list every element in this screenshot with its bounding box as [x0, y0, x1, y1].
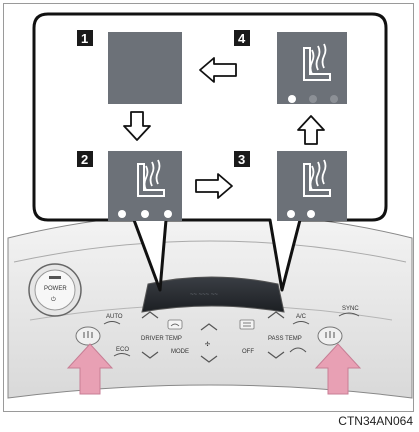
driver-temp-label: DRIVER TEMP — [141, 336, 182, 342]
svg-text:~~ ~~~ ~~: ~~ ~~~ ~~ — [190, 292, 218, 298]
passenger-temp-label: PASS TEMP — [268, 336, 302, 342]
off-label: OFF — [242, 349, 254, 355]
indicator-light-on — [288, 95, 296, 103]
fan-icon: ✣ — [205, 341, 210, 348]
indicator-light-off — [309, 95, 317, 103]
power-button[interactable]: POWER ⏻ — [29, 264, 81, 316]
sync-label: SYNC — [342, 306, 359, 312]
indicator-light-on — [118, 210, 126, 218]
eco-label: ECO — [116, 347, 129, 353]
rear-defrost-button[interactable] — [240, 320, 254, 329]
indicator-light-on — [307, 210, 315, 218]
front-defrost-button[interactable] — [168, 320, 182, 329]
ac-label: A/C — [296, 314, 307, 320]
step-number: 4 — [238, 31, 246, 46]
power-icon: ⏻ — [51, 296, 56, 303]
step-number: 3 — [238, 152, 245, 167]
indicator-light-on — [287, 210, 295, 218]
indicator-light-off — [330, 95, 338, 103]
indicator-light-on — [141, 210, 149, 218]
step-number: 1 — [81, 31, 88, 46]
figure-caption: CTN34AN064 — [338, 414, 413, 428]
seat-heater-display-off — [108, 32, 182, 104]
driver-seat-heater-button[interactable] — [76, 327, 100, 345]
power-label: POWER — [44, 286, 67, 292]
step-number: 2 — [81, 152, 88, 167]
mode-button[interactable]: MODE — [171, 349, 189, 355]
mode-label: MODE — [171, 349, 189, 355]
off-button[interactable]: OFF — [242, 349, 254, 355]
auto-label: AUTO — [106, 314, 123, 320]
indicator-light-on — [164, 210, 172, 218]
seat-heater-display-low — [277, 32, 347, 104]
passenger-seat-heater-button[interactable] — [318, 327, 342, 345]
